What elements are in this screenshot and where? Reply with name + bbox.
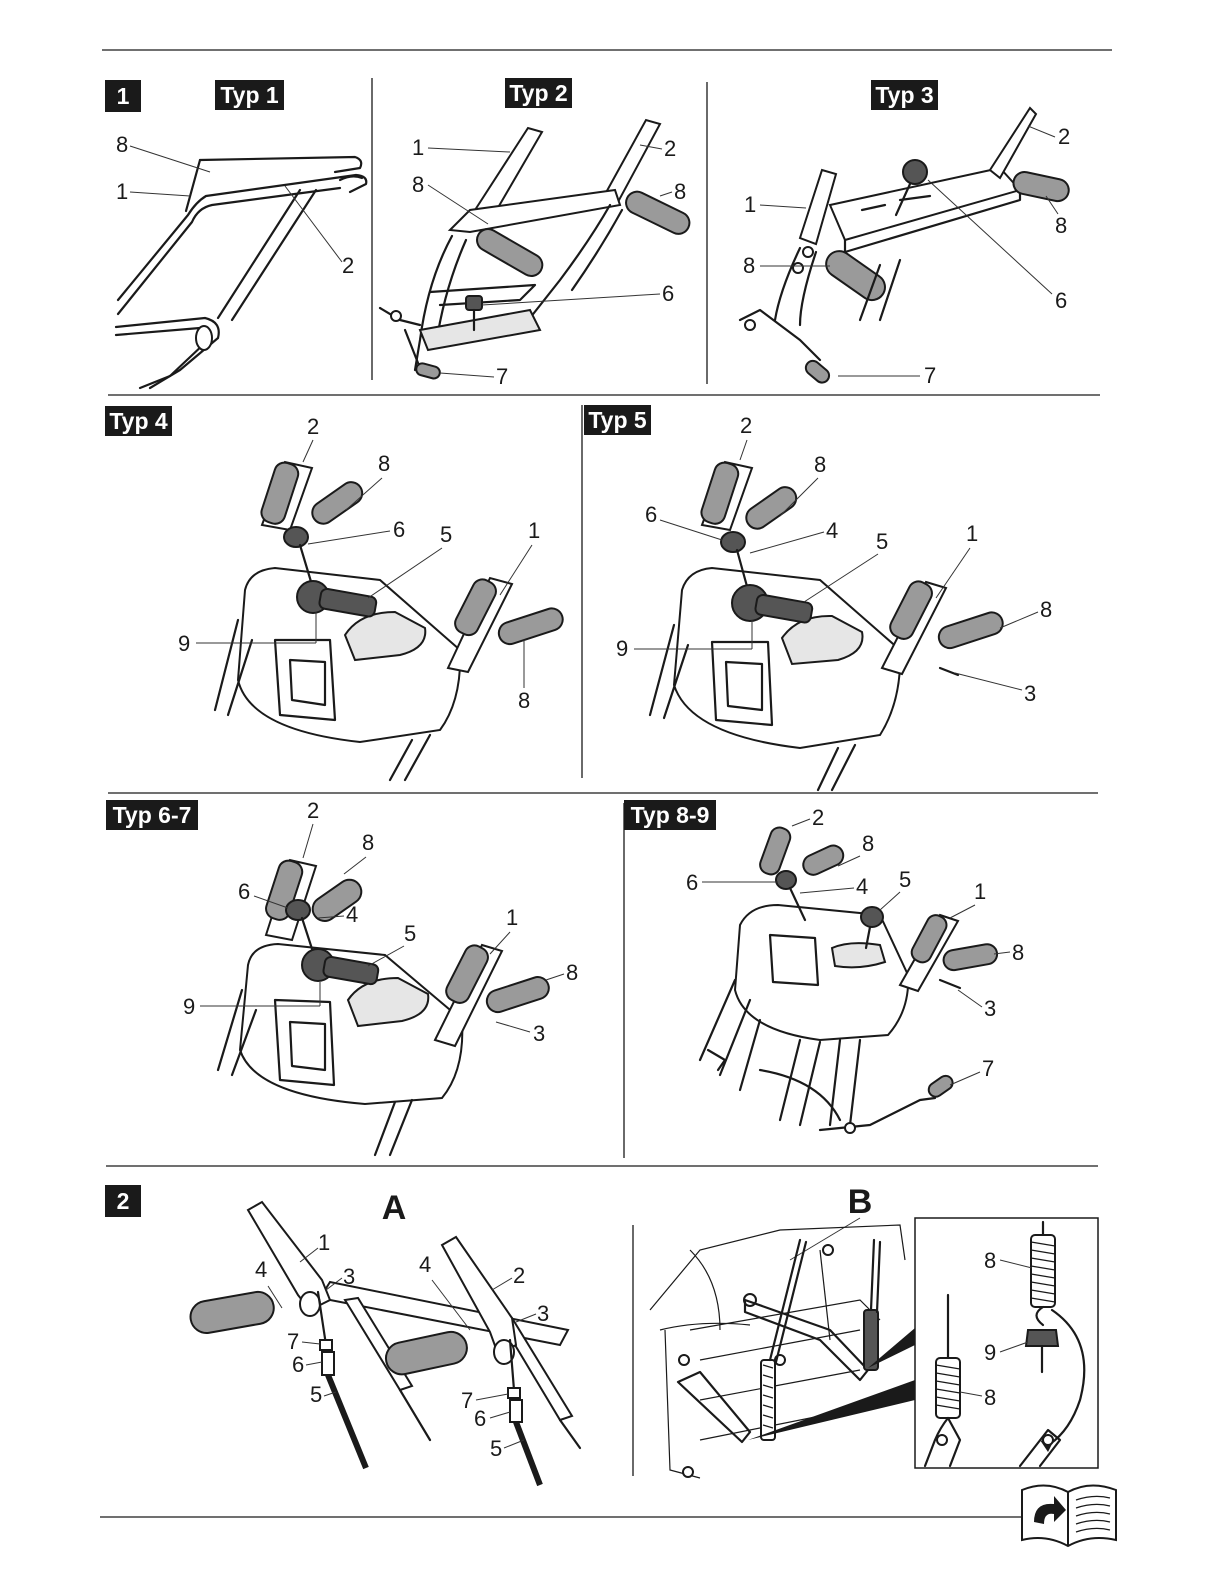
callout-7: 7 [496,364,508,389]
view-b-label: B [848,1183,873,1221]
typ-3-label: Typ 3 [875,82,933,108]
callout-1: 1 [974,879,986,904]
typ-8-9-console-drawing [698,826,999,1134]
callout-4: 4 [856,874,868,899]
view-a-handlebar-drawing [189,1200,582,1487]
typ-5-label: Typ 5 [588,407,647,433]
callout-3: 3 [533,1021,545,1046]
callout-7: 7 [461,1388,473,1413]
callout-2: 2 [1058,124,1070,149]
figure-2-badge: 2 [105,1185,141,1217]
callout-6: 6 [393,517,405,542]
callout-1: 1 [506,905,518,930]
callout-7: 7 [924,363,936,388]
callout-1: 1 [116,179,128,204]
view-b-detail-inset [914,1217,1099,1469]
callout-6: 6 [474,1406,486,1431]
callout-8: 8 [674,179,686,204]
callout-8: 8 [378,451,390,476]
figure-1-badge: 1 [105,80,141,112]
callout-2: 2 [664,136,676,161]
typ-4-console-drawing [213,460,564,782]
callout-5: 5 [440,522,452,547]
callout-2: 2 [812,805,824,830]
callout-4: 4 [419,1252,431,1277]
open-book-back-arrow-icon [1021,1484,1117,1548]
callout-8: 8 [1055,213,1067,238]
callout-8: 8 [518,688,530,713]
typ-4-label: Typ 4 [109,408,168,434]
callout-9: 9 [984,1340,996,1365]
callout-2: 2 [307,798,319,823]
view-a-label: A [382,1189,407,1227]
callout-8: 8 [743,253,755,278]
callout-2: 2 [342,253,354,278]
callout-8: 8 [984,1385,996,1410]
callout-5: 5 [490,1436,502,1461]
callout-8: 8 [862,831,874,856]
typ-8-9-panel: Typ 8-9 2 [624,800,1024,1134]
callout-3: 3 [1024,681,1036,706]
callout-4: 4 [826,518,838,543]
typ-1-handle-drawing [114,155,368,390]
callout-9: 9 [183,994,195,1019]
callout-6: 6 [292,1352,304,1377]
callout-6: 6 [686,870,698,895]
callout-6: 6 [645,502,657,527]
typ-8-9-label: Typ 8-9 [631,802,710,828]
callout-2: 2 [307,414,319,439]
callout-1: 1 [412,135,424,160]
callout-9: 9 [178,631,190,656]
callout-4: 4 [346,902,358,927]
view-b: B [649,1183,1099,1479]
typ-1-panel: Typ 1 8 1 2 [114,80,368,390]
typ-2-panel: Typ 2 1 2 8 8 6 7 [378,78,691,389]
typ-6-7-console-drawing [216,858,550,1157]
svg-text:2: 2 [117,1188,130,1214]
callout-5: 5 [404,921,416,946]
typ-6-7-label: Typ 6-7 [113,802,192,828]
callout-2: 2 [513,1263,525,1288]
callout-6: 6 [662,281,674,306]
typ-1-label: Typ 1 [220,82,279,108]
callout-8: 8 [566,960,578,985]
callout-6: 6 [238,879,250,904]
callout-7: 7 [982,1056,994,1081]
typ-2-handle-drawing [378,118,691,380]
callout-8: 8 [814,452,826,477]
callout-3: 3 [984,996,996,1021]
callout-8: 8 [984,1248,996,1273]
callout-8: 8 [1040,597,1052,622]
callout-7: 7 [287,1329,299,1354]
typ-4-panel: Typ 4 2 8 6 5 1 [105,406,564,782]
typ-3-handle-drawing [738,106,1070,384]
typ-3-panel: Typ 3 1 2 8 8 6 [738,80,1070,388]
svg-text:1: 1 [117,83,130,109]
callout-8: 8 [362,830,374,855]
typ-5-console-drawing [648,460,1004,792]
typ-5-panel: Typ 5 2 8 6 4 5 [584,405,1052,792]
callout-3: 3 [537,1301,549,1326]
callout-9: 9 [616,636,628,661]
callout-8: 8 [116,132,128,157]
callout-5: 5 [876,529,888,554]
callout-4: 4 [255,1257,267,1282]
callout-2: 2 [740,413,752,438]
typ-6-7-panel: Typ 6-7 2 8 6 4 5 [106,798,578,1157]
callout-1: 1 [318,1230,330,1255]
callout-3: 3 [343,1264,355,1289]
callout-8: 8 [412,172,424,197]
callout-5: 5 [899,867,911,892]
callout-6: 6 [1055,288,1067,313]
typ-2-label: Typ 2 [509,80,567,106]
view-b-linkage-drawing [649,1224,915,1479]
callout-1: 1 [966,521,978,546]
view-a: A 1 4 3 7 6 [189,1189,582,1487]
callout-5: 5 [310,1382,322,1407]
callout-1: 1 [528,518,540,543]
callout-8: 8 [1012,940,1024,965]
callout-1: 1 [744,192,756,217]
